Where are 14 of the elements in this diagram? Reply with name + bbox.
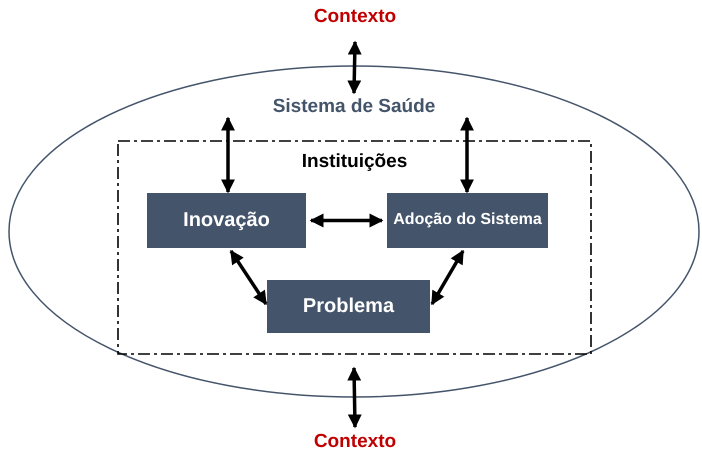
context-label: Contexto [290,6,420,34]
system-label: Sistema de Saúde [272,96,436,118]
process-box: Problema [267,280,430,333]
double-arrow [310,214,384,228]
double-arrow [347,40,362,94]
context-label: Contexto [290,431,420,457]
double-arrow [221,116,235,194]
double-arrow [230,250,268,306]
double-arrow [460,116,474,194]
institutions-label: Instituições [300,151,408,173]
double-arrow [430,250,465,306]
double-arrow [347,366,362,428]
process-box: Adoção do Sistema [387,193,548,248]
process-box: Inovação [147,193,306,248]
